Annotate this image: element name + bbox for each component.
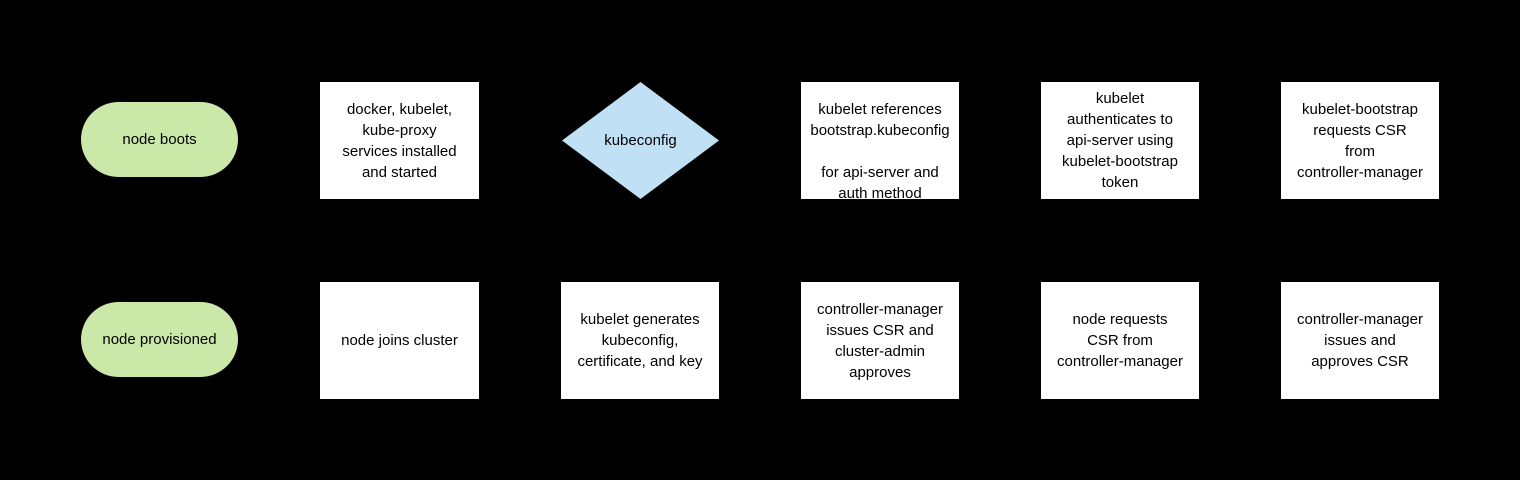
node-node-requests-csr[interactable]: node requests CSR from controller-manage…	[1041, 282, 1199, 399]
node-label: controller-manager issues and approves C…	[1297, 311, 1423, 370]
node-label: controller-manager issues CSR and cluste…	[817, 300, 943, 381]
node-label-line-4: auth method	[838, 184, 922, 202]
node-label: node requests CSR from controller-manage…	[1057, 311, 1183, 370]
node-label: kubeconfig	[604, 132, 677, 149]
node-node-joins-cluster[interactable]: node joins cluster	[320, 282, 479, 399]
node-label: node boots	[122, 131, 197, 148]
node-label-line-2: bootstrap.kubeconfig	[810, 121, 950, 139]
node-label: node provisioned	[102, 331, 217, 348]
node-kubelet-generates[interactable]: kubelet generates kubeconfig, certificat…	[561, 282, 719, 399]
node-label: kubelet authenticates to api-server usin…	[1062, 90, 1178, 191]
node-label-line-1: kubelet references	[818, 100, 942, 118]
node-kubeconfig-decision[interactable]: kubeconfig	[562, 82, 719, 199]
node-label-line-3: for api-server and	[821, 163, 939, 181]
node-cm-issues-approves[interactable]: controller-manager issues and approves C…	[1281, 282, 1439, 399]
node-node-boots[interactable]: node boots	[81, 102, 238, 177]
node-bootstrap-requests-csr[interactable]: kubelet-bootstrap requests CSR from cont…	[1281, 82, 1439, 199]
node-label: node joins cluster	[341, 332, 458, 349]
node-label: docker, kubelet, kube-proxy services ins…	[342, 100, 457, 181]
node-label: kubelet references bootstrap.kubeconfig …	[801, 78, 959, 204]
node-label: kubelet generates kubeconfig, certificat…	[577, 311, 703, 370]
node-label: kubelet-bootstrap requests CSR from cont…	[1297, 100, 1423, 181]
node-kubelet-references[interactable]: kubelet references bootstrap.kubeconfig …	[801, 82, 959, 202]
node-kubelet-authenticates[interactable]: kubelet authenticates to api-server usin…	[1041, 82, 1199, 199]
node-cm-issues-csr[interactable]: controller-manager issues CSR and cluste…	[801, 282, 959, 399]
node-services-installed[interactable]: docker, kubelet, kube-proxy services ins…	[320, 82, 479, 199]
node-node-provisioned[interactable]: node provisioned	[81, 302, 238, 377]
